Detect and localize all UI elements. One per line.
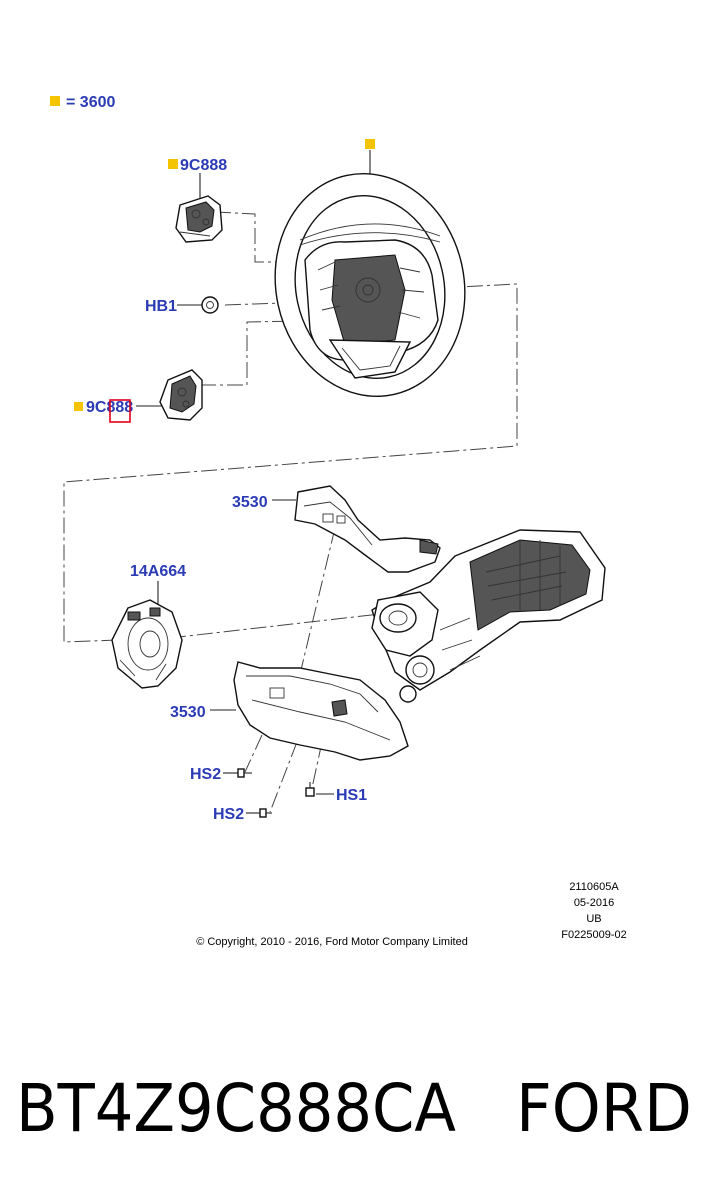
copyright: © Copyright, 2010 - 2016, Ford Motor Com… [196, 936, 468, 948]
column-cover-lower [233, 661, 409, 761]
clockspring [111, 599, 183, 689]
bolt-hb1 [201, 296, 219, 314]
meta-line4: F0225009-02 [561, 929, 626, 941]
steering-column [371, 529, 606, 703]
steering-wheel [274, 173, 466, 397]
callout-cover-lower: 3530 [170, 704, 206, 721]
wheel-marker [365, 139, 375, 149]
legend-marker [50, 96, 60, 106]
callout-clockspring: 14A664 [130, 563, 186, 580]
callout-cover-upper: 3530 [232, 494, 268, 511]
part-number: BT4Z9C888CA [16, 1070, 456, 1147]
callout-hb1: HB1 [145, 298, 177, 315]
callout-hs2-a: HS2 [190, 766, 221, 783]
steering-switch-lower [159, 369, 203, 421]
brand-name: FORD [516, 1070, 692, 1147]
callout-hs1: HS1 [336, 787, 367, 804]
screw-hs2-b [259, 808, 272, 818]
switch-lower-highlight[interactable] [109, 399, 131, 423]
meta-line3: UB [586, 913, 601, 925]
switch-upper-marker [168, 159, 178, 169]
meta-line1: 2110605A [569, 881, 619, 893]
meta-line2: 05-2016 [574, 897, 614, 909]
screw-hs1 [305, 782, 315, 797]
steering-switch-upper [175, 195, 223, 243]
screw-hs2-a [237, 768, 252, 778]
column-cover-upper [294, 485, 441, 573]
callout-hs2-b: HS2 [213, 806, 244, 823]
callout-switch-upper: 9C888 [180, 157, 227, 174]
legend-label: = 3600 [66, 94, 115, 111]
switch-lower-marker [74, 402, 83, 411]
